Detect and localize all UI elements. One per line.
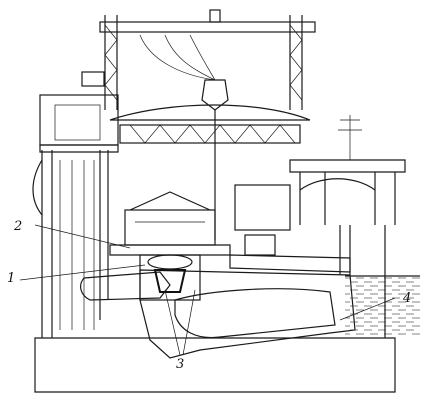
downstream-wall [339, 225, 386, 338]
generator-floor [109, 244, 231, 256]
generator-housing [124, 209, 216, 246]
control-cabinet [234, 184, 291, 231]
downstream-gantry [299, 172, 396, 225]
powerline-mast [338, 115, 362, 160]
hall-floor-right [229, 254, 351, 273]
draft-tube-concrete [139, 269, 356, 359]
turbine-runner [153, 269, 187, 293]
leader-3b [182, 289, 196, 356]
intake-curve [32, 159, 43, 216]
upstream-wall [41, 150, 109, 338]
gantry-crane-left-leg [104, 15, 118, 110]
hall-roof [109, 104, 311, 121]
gantry-beam [99, 21, 316, 33]
intake-gate-house [39, 94, 119, 146]
callout-4: 4 [403, 291, 412, 306]
left-leg-bracing [104, 24, 118, 101]
intake-deck [39, 144, 119, 153]
callout-3: 3 [176, 357, 185, 372]
crane-hook-cables [139, 34, 216, 81]
gate-house-window [54, 104, 101, 141]
gantry-arch [299, 178, 376, 191]
gantry-hoist [81, 71, 105, 87]
auxiliary-unit [244, 234, 276, 256]
gantry-crane-right-leg [289, 15, 303, 110]
leader-2 [34, 224, 131, 249]
callout-1: 1 [7, 271, 16, 286]
crane-girder [119, 124, 301, 144]
callout-2: 2 [14, 219, 23, 234]
crane-girder-truss [129, 124, 296, 144]
crane-hook-block [201, 79, 229, 111]
leader-4 [339, 297, 396, 321]
right-leg-bracing [289, 24, 303, 101]
tailrace-water [345, 275, 420, 337]
leader-1 [19, 264, 146, 281]
draft-tube-void [174, 288, 336, 339]
penstock [80, 271, 171, 301]
generator-dome [129, 191, 211, 211]
gantry-cab [209, 9, 221, 23]
foundation-slab [34, 337, 396, 393]
leader-3a [164, 289, 181, 356]
generator-casing [147, 254, 193, 270]
transformer-deck [289, 159, 406, 173]
turbine-pit [139, 254, 201, 301]
